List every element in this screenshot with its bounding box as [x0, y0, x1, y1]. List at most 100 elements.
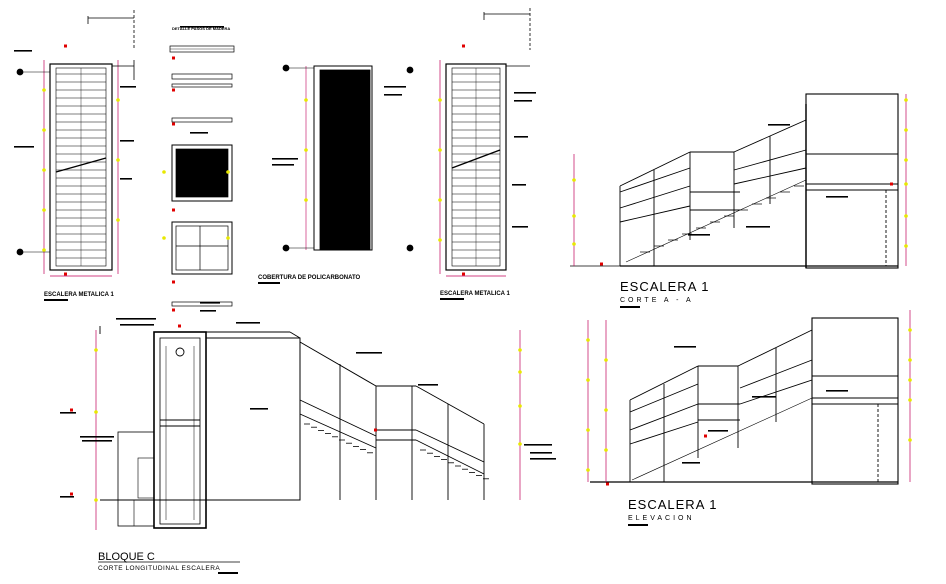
annotation-text-bar	[826, 196, 848, 198]
dimension-marker	[908, 438, 912, 442]
dimension-marker	[94, 348, 98, 352]
annotation-text-bar	[708, 430, 728, 432]
annotation-text-bar	[190, 132, 208, 134]
dimension-marker	[904, 158, 908, 162]
dimension-marker	[226, 170, 230, 174]
annotation-text-bar	[530, 452, 552, 454]
dimension-marker	[904, 98, 908, 102]
dimension-marker	[604, 408, 608, 412]
annotation-text-bar	[418, 384, 438, 386]
section-aa-drawing	[570, 93, 907, 269]
annotation-text-bar	[512, 226, 528, 228]
dimension-marker	[908, 358, 912, 362]
dimension-marker	[162, 170, 166, 174]
annotation-text-bar	[512, 184, 526, 186]
dimension-marker	[908, 378, 912, 382]
dimension-marker	[116, 98, 120, 102]
dimension-marker	[586, 468, 590, 472]
dimension-marker	[304, 98, 308, 102]
plan-escalera-left	[16, 10, 135, 277]
dimension-marker	[572, 178, 576, 182]
dimension-marker	[42, 88, 46, 92]
dimension-marker	[572, 242, 576, 246]
annotation-text-bar	[514, 100, 532, 102]
dimension-marker	[226, 236, 230, 240]
plan-left-scale-bar	[44, 299, 68, 301]
annotation-text-bar	[682, 462, 700, 464]
annotation-text-bar	[384, 86, 406, 88]
section-aa-subtitle: CORTE A - A	[620, 297, 694, 304]
annotation-text-bar	[524, 444, 552, 446]
red-tag	[374, 428, 377, 432]
annotation-text-bar	[514, 136, 528, 138]
elevation-title: ESCALERA 1	[628, 497, 718, 512]
annotation-text-bar	[60, 496, 74, 498]
dimension-marker	[304, 198, 308, 202]
dimension-marker	[518, 348, 522, 352]
dimension-marker	[42, 128, 46, 132]
annotation-text-bar	[250, 408, 268, 410]
bloque-c-drawing	[95, 326, 521, 530]
bloque-subtitle: CORTE LONGITUDINAL ESCALERA	[98, 565, 220, 572]
dimension-marker	[904, 214, 908, 218]
dimension-marker	[518, 442, 522, 446]
red-tag	[64, 272, 67, 276]
dimension-marker	[904, 128, 908, 132]
red-tag	[172, 56, 175, 60]
dimension-marker	[438, 238, 442, 242]
red-tag	[172, 280, 175, 284]
annotation-text-bar	[272, 164, 294, 166]
dimension-marker	[904, 182, 908, 186]
dimension-marker	[162, 236, 166, 240]
annotation-text-bar	[514, 92, 536, 94]
annotation-text-bar	[752, 396, 776, 398]
annotation-text-bar	[272, 158, 298, 160]
dimension-marker	[116, 218, 120, 222]
annotation-text-bar	[236, 322, 260, 324]
plan-right-scale-bar	[440, 298, 464, 300]
bloque-scale-bar	[218, 572, 238, 574]
dimension-marker	[908, 398, 912, 402]
dimension-marker	[42, 168, 46, 172]
dimension-marker	[116, 158, 120, 162]
dimension-marker	[438, 198, 442, 202]
red-tag	[462, 272, 465, 276]
red-tag	[704, 434, 707, 438]
cobertura-scale-bar	[258, 282, 280, 284]
red-tag	[462, 44, 465, 48]
annotation-text-bar	[120, 324, 154, 326]
detalle-pasos	[169, 45, 235, 307]
red-tag	[172, 208, 175, 212]
elevation-scale-bar	[628, 524, 648, 526]
dimension-marker	[586, 378, 590, 382]
annotation-text-bar	[200, 302, 220, 304]
elevation-subtitle: ELEVACION	[628, 515, 695, 522]
dimension-marker	[908, 328, 912, 332]
dimension-marker	[586, 338, 590, 342]
annotation-text-bar	[688, 234, 710, 236]
annotation-text-bar	[82, 440, 112, 442]
annotation-text-bar	[200, 310, 216, 312]
dimension-marker	[518, 370, 522, 374]
elevation-drawing	[587, 310, 911, 485]
red-tag	[178, 324, 181, 328]
bloque-title: BLOQUE C	[98, 551, 155, 563]
plan-left-title: ESCALERA METALICA 1	[44, 292, 114, 298]
dimension-marker	[518, 404, 522, 408]
annotation-text-bar	[768, 124, 790, 126]
dimension-marker	[94, 498, 98, 502]
plan-right-title: ESCALERA METALICA 1	[440, 291, 510, 297]
annotation-text-bar	[746, 226, 770, 228]
cobertura-title: COBERTURA DE POLICARBONATO	[258, 275, 361, 281]
red-tag	[70, 492, 73, 496]
annotation-text-bar	[356, 352, 382, 354]
plan-escalera-right	[406, 8, 531, 277]
dimension-marker	[438, 148, 442, 152]
annotation-text-bar	[120, 140, 134, 142]
red-tag	[172, 308, 175, 312]
cobertura-policarbonato	[282, 64, 373, 252]
dimension-marker	[94, 410, 98, 414]
dimension-marker	[572, 214, 576, 218]
dimension-marker	[304, 148, 308, 152]
